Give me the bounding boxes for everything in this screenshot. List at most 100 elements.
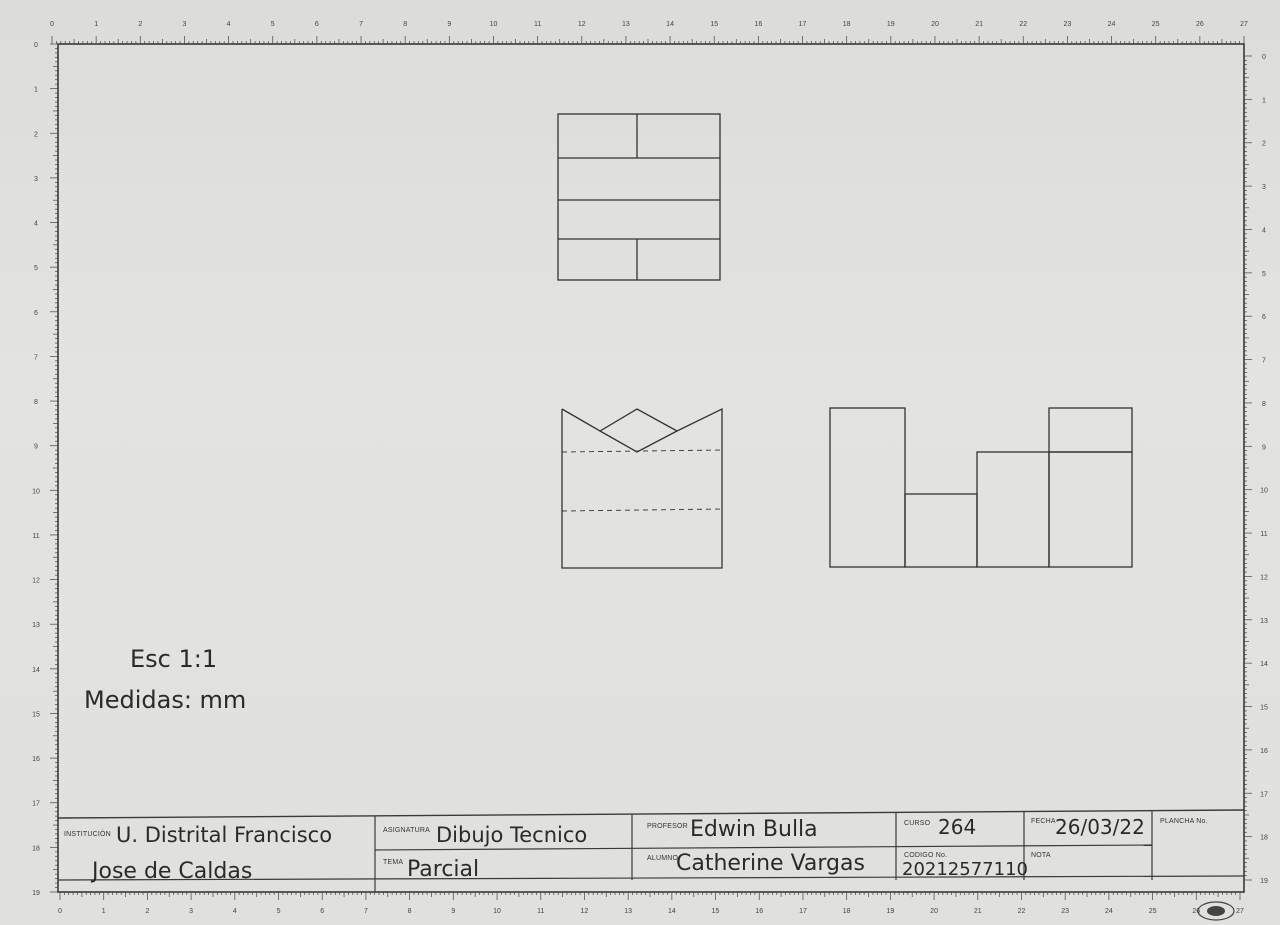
right-ruler-label: 11	[1260, 531, 1267, 538]
bottom-ruler-label: 6	[320, 908, 324, 915]
bottom-ruler-label: 15	[712, 908, 720, 915]
left-ruler-label: 4	[34, 221, 38, 228]
left-ruler-label: 0	[34, 42, 38, 49]
bottom-ruler-label: 8	[408, 908, 412, 915]
top-ruler-label: 6	[315, 21, 319, 28]
bottom-ruler-label: 12	[581, 908, 589, 915]
codigo-label: CODIGO No.	[904, 852, 947, 859]
top-ruler-label: 7	[359, 21, 363, 28]
bottom-ruler-label: 1	[102, 908, 106, 915]
right-ruler-label: 9	[1262, 444, 1266, 451]
top-ruler-label: 3	[182, 21, 186, 28]
top-ruler-label: 22	[1019, 21, 1027, 28]
bottom-ruler-label: 10	[493, 908, 501, 915]
bottom-ruler-label: 16	[755, 908, 763, 915]
bottom-ruler-label: 21	[974, 908, 982, 915]
bottom-ruler-label: 4	[233, 908, 237, 915]
top-ruler-label: 16	[754, 21, 762, 28]
bottom-ruler-label: 24	[1105, 908, 1113, 915]
right-ruler-label: 0	[1262, 54, 1266, 61]
drawing-border	[57, 43, 1245, 893]
top-ruler-label: 13	[622, 21, 630, 28]
codigo-value: 20212577110	[902, 859, 1028, 880]
left-ruler-label: 18	[32, 845, 40, 852]
top-ruler-label: 9	[447, 21, 451, 28]
top-ruler-label: 21	[975, 21, 983, 28]
bottom-ruler-label: 26	[1192, 908, 1200, 915]
front-view	[561, 407, 723, 569]
right-ruler-label: 1	[1262, 97, 1266, 104]
bottom-ruler-label: 20	[930, 908, 938, 915]
top-ruler-label: 12	[578, 21, 586, 28]
right-ruler-label: 19	[1260, 878, 1268, 885]
bottom-ruler-label: 0	[58, 908, 62, 915]
bottom-ruler-label: 27	[1236, 908, 1244, 915]
units-note: Medidas: mm	[84, 686, 246, 714]
top-ruler-label: 25	[1152, 21, 1160, 28]
title-block	[57, 811, 1245, 892]
institucion-value-line2: Jose de Caldas	[90, 859, 252, 884]
top-ruler-label: 18	[843, 21, 851, 28]
right-ruler-label: 17	[1260, 791, 1268, 798]
bottom-ruler-label: 3	[189, 908, 193, 915]
top-ruler-label: 23	[1064, 21, 1072, 28]
curso-label: CURSO	[904, 820, 931, 827]
top-ruler-label: 14	[666, 21, 674, 28]
bottom-ruler-label: 11	[537, 908, 544, 915]
bottom-ruler-label: 13	[624, 908, 632, 915]
right-ruler-label: 2	[1262, 141, 1266, 148]
top-view	[557, 113, 721, 281]
nota-label: NOTA	[1031, 852, 1051, 859]
right-ruler-label: 7	[1262, 358, 1266, 365]
left-ruler-label: 16	[32, 756, 40, 763]
fecha-value: 26/03/22	[1055, 815, 1145, 839]
top-ruler-label: 19	[887, 21, 895, 28]
bottom-ruler-label: 7	[364, 908, 368, 915]
fecha-label: FECHA	[1031, 818, 1056, 825]
left-ruler-label: 5	[34, 265, 38, 272]
bottom-ruler-label: 9	[451, 908, 455, 915]
top-ruler-label: 17	[799, 21, 807, 28]
plancha-label: PLANCHA No.	[1160, 818, 1208, 825]
top-ruler-label: 24	[1108, 21, 1116, 28]
bottom-ruler-label: 17	[799, 908, 807, 915]
left-ruler-label: 19	[32, 890, 40, 897]
right-ruler-label: 16	[1260, 748, 1268, 755]
bottom-ruler-label: 23	[1061, 908, 1069, 915]
top-ruler-label: 2	[138, 21, 142, 28]
top-ruler-label: 11	[534, 21, 541, 28]
asignatura-label: ASIGNATURA	[383, 827, 430, 834]
left-ruler-label: 10	[32, 488, 40, 495]
right-ruler-label: 13	[1260, 618, 1268, 625]
top-ruler-label: 10	[490, 21, 498, 28]
bottom-ruler-label: 2	[145, 908, 149, 915]
manufacturer-logo	[1197, 901, 1235, 921]
bottom-ruler-label: 5	[277, 908, 281, 915]
top-ruler-label: 26	[1196, 21, 1204, 28]
title-block-top-line	[57, 809, 1245, 819]
profesor-label: PROFESOR	[647, 823, 688, 830]
alumno-value: Catherine Vargas	[676, 851, 865, 876]
institucion-value-line1: U. Distrital Francisco	[116, 823, 332, 847]
left-ruler-label: 15	[32, 711, 40, 718]
tema-label: TEMA	[383, 859, 403, 866]
alumno-label: ALUMNO	[647, 855, 679, 862]
left-ruler-label: 11	[32, 533, 39, 540]
left-ruler-label: 13	[32, 622, 40, 629]
bottom-ruler-label: 25	[1149, 908, 1157, 915]
asignatura-value: Dibujo Tecnico	[436, 823, 587, 847]
right-ruler-label: 15	[1260, 705, 1268, 712]
right-ruler-label: 5	[1262, 271, 1266, 278]
top-ruler-label: 15	[710, 21, 718, 28]
profesor-value: Edwin Bulla	[690, 817, 818, 842]
right-ruler-label: 8	[1262, 401, 1266, 408]
bottom-ruler-label: 19	[886, 908, 894, 915]
left-ruler-label: 3	[34, 176, 38, 183]
right-ruler-label: 6	[1262, 314, 1266, 321]
left-ruler-label: 14	[32, 667, 40, 674]
bottom-ruler-label: 14	[668, 908, 676, 915]
right-ruler-label: 12	[1260, 574, 1268, 581]
